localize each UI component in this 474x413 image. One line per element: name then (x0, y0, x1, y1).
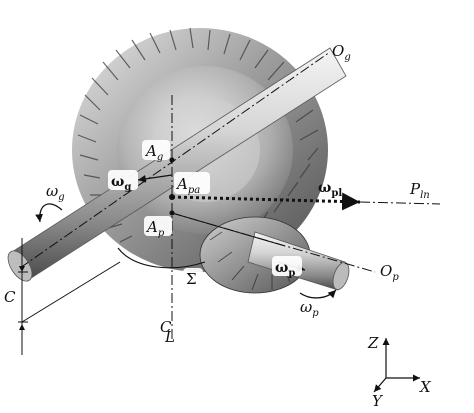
label-ap: Ap (145, 218, 165, 239)
pitch-line-extension (359, 201, 441, 205)
points (169, 157, 175, 216)
coordinate-triad (373, 338, 420, 393)
label-pln: Pln (409, 180, 430, 201)
label-omega-g-vector: ωg (111, 174, 131, 193)
label-x-axis: X (419, 378, 432, 396)
omega-p-vector-line (171, 212, 286, 247)
point-ap (169, 210, 175, 216)
ag-label-box (142, 140, 170, 160)
pinion-axis (171, 212, 376, 273)
label-offset-c: C (4, 288, 16, 306)
label-y-axis: Y (372, 392, 384, 410)
axis-lines (18, 51, 441, 355)
pitch-line-vector (171, 192, 361, 211)
apa-label-box (174, 172, 210, 194)
ap-label-box (144, 216, 172, 236)
label-centerline-l: L (164, 328, 175, 346)
label-omega-p: ωp (300, 298, 319, 319)
label-omega-p-vector: ωp (275, 260, 295, 279)
label-omega-pl: ωpl (318, 180, 342, 199)
omega-p-vec-label-box (272, 256, 302, 276)
label-og: Og (332, 42, 351, 63)
omega-g-vector (137, 174, 173, 183)
sigma-arc (117, 247, 206, 269)
label-z-axis: Z (367, 334, 379, 352)
omega-g-vec-label-box (108, 170, 138, 190)
label-apa: Apa (175, 175, 200, 196)
sigma-label-box (183, 268, 203, 288)
gear-axis (19, 51, 331, 269)
label-centerline-c: C (160, 318, 172, 336)
point-apa (169, 194, 175, 200)
y-axis-arrow (373, 377, 387, 393)
label-sigma: Σ (186, 270, 197, 288)
label-omega-g: ωg (46, 182, 65, 203)
offset-extension (21, 261, 121, 323)
pinion (199, 216, 350, 294)
omega-p-rotation-arc (299, 289, 337, 299)
label-ag: Ag (144, 142, 163, 163)
label-op: Op (380, 262, 399, 283)
omega-g-rotation-arc (35, 203, 63, 223)
point-ag (169, 157, 175, 163)
